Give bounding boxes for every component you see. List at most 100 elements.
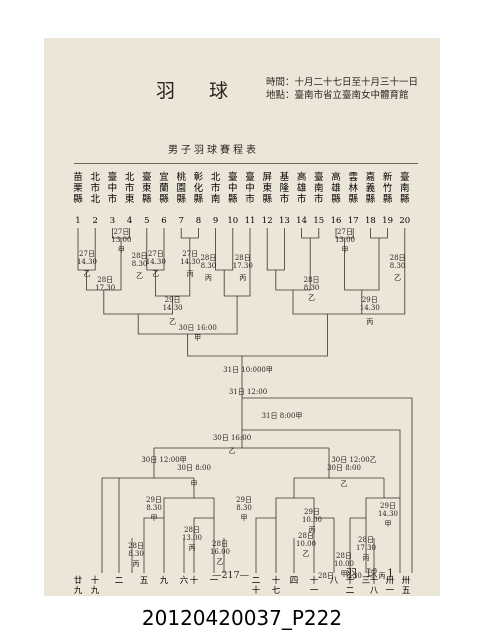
bracket-line xyxy=(266,228,285,271)
match-label: 乙 xyxy=(152,270,159,278)
image-caption: 20120420037_P222 xyxy=(141,606,343,630)
bottom-seed-char: 十 xyxy=(91,575,100,586)
team-name-char: 市 xyxy=(245,193,255,205)
team-name-char: 彰 xyxy=(194,171,204,183)
match-label: 14.30 xyxy=(77,258,97,266)
bottom-seed-char: 九 xyxy=(74,586,83,596)
team-name-char: 市 xyxy=(211,182,221,194)
match-label: 乙 xyxy=(217,558,224,566)
team-name-char: 東 xyxy=(262,182,272,194)
match-label: 8.30 xyxy=(390,262,406,270)
bottom-seed-char: 五 xyxy=(402,586,411,596)
team-number: 8 xyxy=(196,216,201,226)
bracket-line xyxy=(163,478,195,573)
team-name-char: 市 xyxy=(314,193,324,205)
match-label: 甲 xyxy=(194,334,201,342)
match-label: 31日 10:000甲 xyxy=(223,366,273,374)
bracket-line xyxy=(194,497,215,573)
team-name-char: 屏 xyxy=(262,172,272,183)
bracket-line xyxy=(314,517,335,573)
match-label: 29日 xyxy=(236,496,252,504)
team-name-char: 臺 xyxy=(228,171,238,183)
team-name-char: 臺 xyxy=(108,171,118,183)
match-label: 丙 xyxy=(205,274,212,282)
match-label: 丙 xyxy=(239,274,246,282)
team-number: 5 xyxy=(144,216,149,226)
match-label: 甲 xyxy=(151,514,158,522)
match-label: 甲 xyxy=(191,480,198,488)
bottom-seed-char: 一 xyxy=(310,586,319,596)
team-number: 20 xyxy=(399,216,410,226)
team-name-char: 中 xyxy=(108,182,118,194)
match-label: 丙 xyxy=(189,544,196,552)
match-label: 13.00 xyxy=(335,236,355,244)
bracket-line xyxy=(193,517,214,573)
bracket-line xyxy=(275,478,295,573)
team-number: 17 xyxy=(348,216,359,226)
team-name-char: 縣 xyxy=(400,194,410,205)
match-label: 丙 xyxy=(366,318,373,326)
bottom-seed-char: 一 xyxy=(210,576,219,586)
section-footer: 羽 球 1 xyxy=(346,567,397,580)
bottom-seed-char: 十 xyxy=(346,575,355,586)
bottom-seed-char: 八 xyxy=(370,586,379,596)
team-number: 14 xyxy=(296,216,307,226)
match-label: 14.30 xyxy=(163,304,183,312)
match-label: 17.30 xyxy=(233,262,253,270)
match-label: 甲 xyxy=(241,514,248,522)
bracket-line xyxy=(365,478,385,573)
bottom-seed-char: 二 xyxy=(252,576,261,586)
match-label: 27日 xyxy=(113,228,129,236)
title-divider xyxy=(74,163,418,164)
team-number: 12 xyxy=(262,216,273,226)
match-label: 30日 8:00 xyxy=(177,464,211,472)
team-name-char: 隆 xyxy=(280,182,290,194)
team-name-char: 嘉 xyxy=(366,171,376,183)
match-label: 29日 xyxy=(380,502,396,510)
bracket-line xyxy=(242,429,401,573)
team-number: 9 xyxy=(213,216,218,226)
team-name-char: 南 xyxy=(400,182,410,194)
team-number: 6 xyxy=(161,216,166,226)
match-label: 30日 12:00乙 xyxy=(331,456,376,464)
match-label: 30日 12:00甲 xyxy=(141,456,186,464)
team-name-char: 南 xyxy=(314,182,324,194)
bracket-line xyxy=(344,238,380,291)
bracket-line xyxy=(361,270,406,315)
team-name-char: 義 xyxy=(366,182,376,194)
team-name-char: 雄 xyxy=(297,182,307,194)
team-name-char: 縣 xyxy=(228,194,238,205)
match-label: 17.30 xyxy=(95,284,115,292)
match-label: 8.30 xyxy=(304,284,320,292)
team-number: 13 xyxy=(279,216,290,226)
team-name-char: 縣 xyxy=(366,194,376,205)
match-label: 27日 xyxy=(79,250,95,258)
bracket-lines xyxy=(77,228,413,573)
match-label: 28日 xyxy=(97,276,113,284)
match-label: 甲 xyxy=(341,570,348,578)
team-number: 2 xyxy=(92,216,97,226)
match-label: 13.00 xyxy=(111,236,131,244)
match-label: 14.30 xyxy=(180,258,200,266)
team-name-char: 南 xyxy=(211,193,221,205)
team-name-char: 北 xyxy=(90,172,100,183)
match-label: 28日 xyxy=(318,572,334,580)
match-label: 27日 xyxy=(337,228,353,236)
match-label: 8.30 xyxy=(236,504,252,512)
team-name-char: 市 xyxy=(108,193,118,205)
bottom-seed-char: 四 xyxy=(290,576,299,586)
team-name-char: 縣 xyxy=(331,194,341,205)
team-name-char: 蘭 xyxy=(159,182,169,194)
bracket-line xyxy=(187,334,328,357)
match-label: 30日 16:00 xyxy=(178,324,216,332)
bracket-line xyxy=(301,228,320,239)
team-name-char: 東 xyxy=(142,182,152,194)
team-name-char: 市 xyxy=(125,182,135,194)
match-label: 甲 xyxy=(342,246,349,254)
bottom-seed-char: 八 xyxy=(330,576,339,586)
bottom-seed-char: 三 xyxy=(362,576,371,586)
team-name-char: 縣 xyxy=(142,194,152,205)
match-label: 29日 xyxy=(165,296,181,304)
team-name-char: 中 xyxy=(228,182,238,194)
